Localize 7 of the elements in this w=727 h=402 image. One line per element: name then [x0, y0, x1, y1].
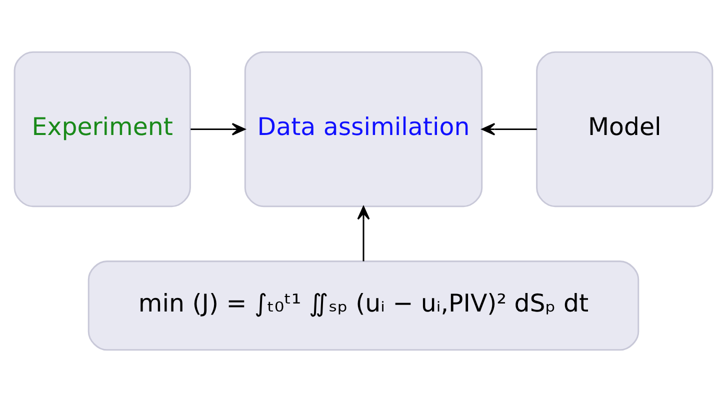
node-box: Data assimilation: [244, 51, 483, 208]
node-box: min (J) = ∫ₜ₀ᵗ¹ ∬ₛₚ (uᵢ − uᵢ,PIV)² dSₚ dt: [88, 260, 640, 351]
arrow: [357, 206, 370, 262]
arrow: [190, 122, 246, 136]
node-box: Experiment: [14, 51, 191, 208]
arrow: [482, 122, 537, 136]
node-box: Model: [536, 51, 714, 208]
